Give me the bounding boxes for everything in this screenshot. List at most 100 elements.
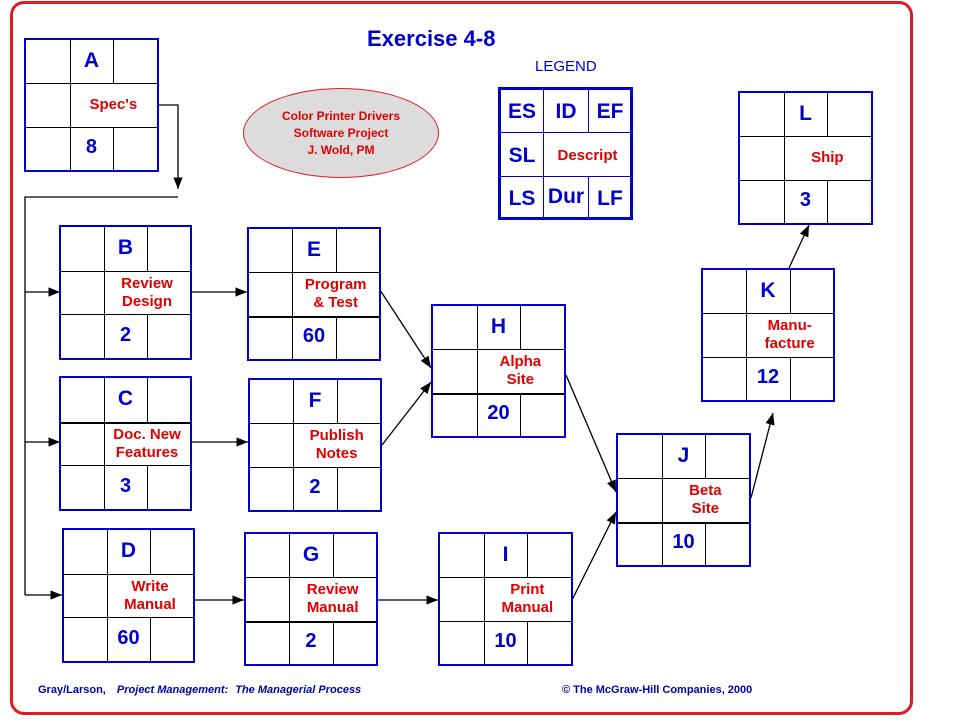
grid-line — [69, 83, 71, 127]
grid-line — [440, 620, 571, 622]
grid-line — [783, 136, 785, 180]
bus-line — [24, 196, 178, 595]
grid-line — [336, 466, 338, 510]
legend-heading: LEGEND — [535, 58, 597, 75]
activity-description: Print — [510, 581, 545, 598]
grid-line — [783, 179, 785, 223]
grid-line — [250, 466, 380, 468]
activity-description: Beta — [689, 482, 722, 499]
arrow-k-l — [788, 224, 810, 269]
activity-id: E — [306, 237, 321, 261]
legend-ls: LS — [508, 187, 536, 210]
activity-description: Design — [121, 292, 172, 310]
legend-box: ES ID EF SL Descript LS Dur LF — [498, 87, 633, 220]
grid-line — [249, 272, 379, 274]
activity-description: Manual — [306, 599, 359, 616]
grid-line — [107, 530, 108, 574]
footer-authors: Gray/Larson, — [38, 684, 106, 696]
grid-line — [746, 270, 748, 314]
grid-line — [26, 126, 157, 128]
legend-ef: EF — [596, 100, 624, 123]
grid-line — [147, 227, 148, 271]
legend-es: ES — [507, 100, 536, 123]
grid-line — [789, 270, 791, 314]
grid-line — [250, 423, 380, 425]
activity-duration: 3 — [799, 189, 812, 212]
footer-citation: Gray/Larson, Project Management: The Man… — [38, 684, 361, 696]
activity-id: F — [308, 388, 322, 412]
activity-description: Manual — [501, 599, 554, 616]
grid-line — [69, 40, 71, 84]
activity-duration: 12 — [756, 366, 780, 389]
activity-description: Features — [115, 443, 179, 461]
grid-line — [104, 227, 105, 271]
activity-duration: 60 — [302, 325, 326, 348]
grid-line — [746, 313, 748, 357]
activity-description: Spec's — [89, 96, 138, 113]
grid-line — [433, 349, 564, 351]
grid-line — [746, 356, 748, 400]
grid-line — [476, 392, 478, 436]
grid-line — [740, 179, 871, 181]
activity-description: & Test — [313, 294, 359, 311]
slide-title: Exercise 4-8 — [367, 26, 496, 51]
activity-duration: 10 — [672, 531, 695, 554]
activity-duration: 10 — [494, 630, 517, 653]
grid-line — [789, 356, 791, 400]
arrow-f-h — [381, 381, 432, 446]
grid-line — [661, 435, 663, 479]
activity-description: facture — [764, 335, 815, 352]
grid-line — [246, 620, 376, 623]
activity-description: Review — [306, 581, 359, 598]
grid-line — [289, 577, 291, 621]
footer-subtitle: The Managerial Process — [235, 684, 362, 696]
arrow-j-k — [750, 412, 775, 499]
grid-line — [104, 421, 105, 466]
grid-line — [618, 478, 749, 480]
grid-line — [64, 617, 193, 619]
activity-description: Doc. New — [113, 425, 181, 443]
activity-description: Publish — [309, 427, 364, 444]
oval-line-2: Software Project — [293, 126, 389, 140]
grid-line — [61, 421, 190, 424]
grid-line — [289, 620, 291, 664]
grid-line — [740, 136, 871, 138]
grid-line — [104, 314, 105, 358]
grid-line — [249, 315, 379, 318]
footer-book: Project Management: — [116, 684, 229, 696]
grid-line — [61, 465, 190, 467]
activity-duration: 20 — [487, 402, 510, 425]
activity-description: Manual — [124, 595, 176, 613]
grid-line — [150, 530, 151, 574]
grid-line — [104, 270, 105, 315]
grid-line — [483, 620, 485, 664]
grid-line — [107, 573, 108, 618]
grid-line — [292, 272, 294, 316]
grid-line — [618, 521, 749, 524]
arrow-e-h — [379, 289, 432, 369]
legend-descript: Descript — [557, 147, 618, 164]
activity-description: Review — [121, 274, 173, 292]
grid-line — [150, 617, 151, 661]
grid-line — [293, 466, 295, 510]
activity-duration: 60 — [117, 627, 140, 650]
grid-line — [483, 577, 485, 621]
grid-line — [527, 534, 529, 578]
grid-line — [783, 93, 785, 137]
grid-line — [147, 314, 148, 358]
grid-line — [520, 306, 522, 350]
grid-line — [705, 435, 707, 479]
activity-duration: 3 — [119, 475, 132, 498]
arrow-i-j — [571, 511, 617, 601]
grid-line — [104, 465, 105, 509]
activity-duration: 2 — [119, 324, 132, 347]
